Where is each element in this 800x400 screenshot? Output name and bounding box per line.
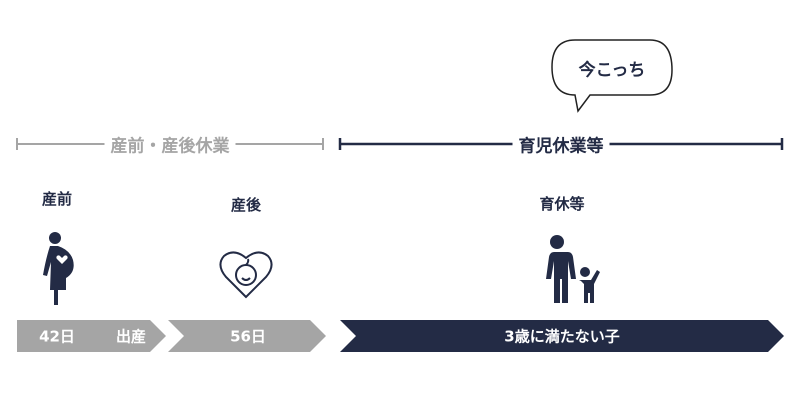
childcare-period: 3歳に満たない子 — [504, 327, 620, 346]
birth-label: 出産 — [115, 327, 147, 346]
childcare-bar — [340, 320, 784, 352]
prenatal-bar — [17, 320, 166, 352]
postnatal-label: 産後 — [230, 196, 262, 214]
baby-heart-icon — [219, 251, 273, 299]
postnatal-days: 56日 — [230, 327, 266, 346]
postnatal-bar — [168, 320, 326, 352]
pregnant-woman-icon — [43, 232, 74, 305]
prenatal-label: 産前 — [41, 190, 73, 208]
maternity-leave-header: 産前・産後休業 — [104, 131, 236, 157]
bubble-text: 今こっち — [578, 60, 646, 81]
speech-bubble — [551, 39, 673, 113]
prenatal-days: 42日 — [39, 327, 75, 346]
childcare-label: 育休等 — [539, 195, 585, 213]
parent-child-icon — [546, 235, 600, 303]
childcare-leave-header: 育児休業等 — [512, 131, 610, 157]
